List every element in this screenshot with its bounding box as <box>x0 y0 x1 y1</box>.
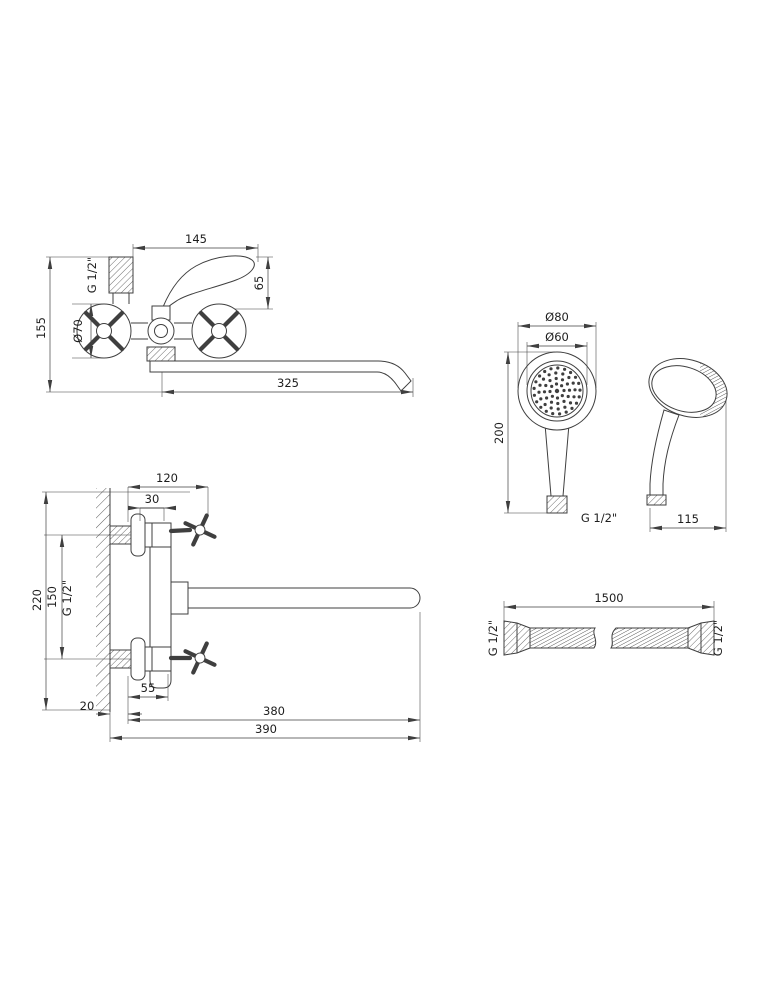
escutcheon-top <box>130 513 146 557</box>
cross-handle-right <box>191 303 247 359</box>
spray-nozzle-dots <box>532 366 582 416</box>
faucet-top-view: 145 G 1/2" 65 155 Ø70 325 <box>34 232 414 397</box>
dim-115-label: 115 <box>677 512 699 526</box>
dim-30-label: 30 <box>145 492 160 506</box>
dim-65-label: 65 <box>252 276 266 291</box>
shower-thread-ferrule <box>546 495 568 514</box>
shower-side-ferrule <box>646 494 667 506</box>
dim-380-label: 380 <box>263 704 285 718</box>
handshower-side-view: 115 <box>646 349 735 532</box>
dim-d60-label: Ø60 <box>545 330 569 344</box>
dim-325-label: 325 <box>277 376 299 390</box>
body-tail <box>149 670 172 689</box>
dim-d70-label: Ø70 <box>71 319 85 343</box>
threaded-inlet <box>108 256 134 294</box>
dim-220-label: 220 <box>30 589 44 611</box>
hose-thread-left-label: G 1/2" <box>486 620 500 656</box>
shower-face-ring <box>526 360 588 422</box>
handshower-front-view: Ø80 Ø60 200 G 1/2" <box>492 310 617 525</box>
shower-thread-size-label: G 1/2" <box>581 511 617 525</box>
dim-390-label: 390 <box>255 722 277 736</box>
body-hub <box>147 317 175 345</box>
thread-size-label: G 1/2" <box>85 257 99 293</box>
dim-d80-label: Ø80 <box>545 310 569 324</box>
eccentric-top <box>109 525 132 545</box>
escutcheon-bottom <box>130 637 146 681</box>
dim-120-label: 120 <box>156 471 178 485</box>
cross-handle-left <box>76 303 132 359</box>
shower-handle-side <box>649 409 680 496</box>
spout-nut <box>146 346 176 362</box>
dim-150-label: 150 <box>45 586 59 608</box>
faucet-front-view: 120 30 G 1/2" 150 220 55 20 380 390 <box>30 471 421 742</box>
hose-segment-right <box>610 627 689 649</box>
dim-20-label: 20 <box>80 699 95 713</box>
lever-handle <box>162 255 255 311</box>
hose-thread-right-label: G 1/2" <box>711 620 725 656</box>
hose-segment-left <box>529 627 597 649</box>
dim-1500-label: 1500 <box>594 591 623 605</box>
wall-hatching <box>96 488 110 712</box>
valve-body-bottom <box>144 646 172 672</box>
dim-55-label: 55 <box>141 681 156 695</box>
dim-200-label: 200 <box>492 422 506 444</box>
dim-155-label: 155 <box>34 317 48 339</box>
valve-body-top <box>144 522 172 548</box>
dim-145-label: 145 <box>185 232 207 246</box>
shower-handle-front <box>544 423 570 497</box>
body-pipe <box>149 546 172 648</box>
long-spout <box>187 587 421 609</box>
spout-joint-nut <box>170 581 189 615</box>
eccentric-bottom <box>109 649 132 669</box>
shower-hose-view: 1500 G 1/2" G 1/2" <box>486 591 725 656</box>
